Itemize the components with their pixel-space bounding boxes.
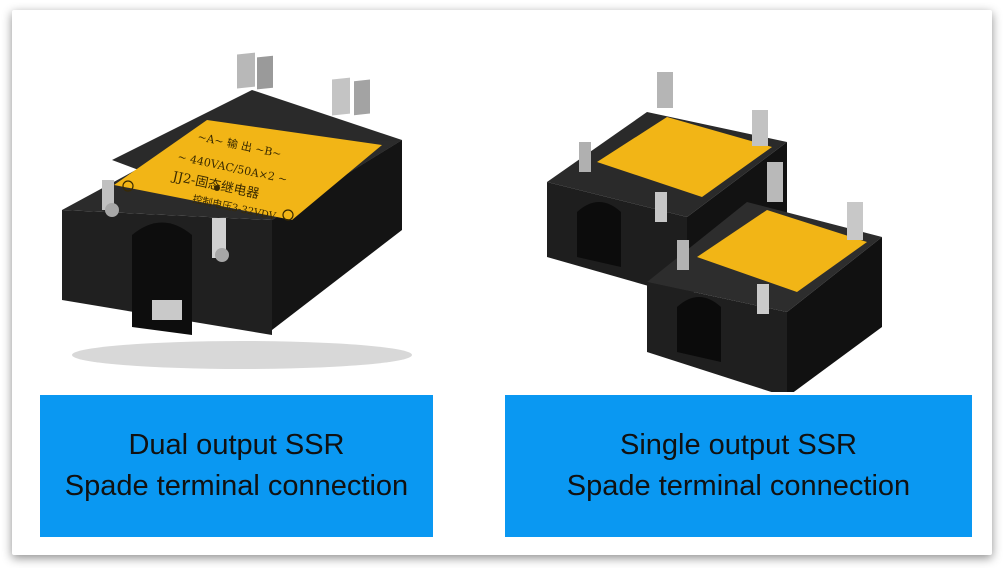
dual-ssr-caption: Dual output SSR Spade terminal connectio… xyxy=(40,395,433,537)
single-ssr-photo xyxy=(537,52,917,392)
dual-ssr-photo: ~A~ 输 出 ~B~ ~ 440VAC/50A×2 ~ JJ2-固态继电器 控… xyxy=(42,50,452,380)
product-card: ~A~ 输 出 ~B~ ~ 440VAC/50A×2 ~ JJ2-固态继电器 控… xyxy=(12,10,992,555)
relay-label xyxy=(114,120,382,220)
dual-ssr-illustration: ~A~ 输 出 ~B~ ~ 440VAC/50A×2 ~ JJ2-固态继电器 控… xyxy=(62,52,412,369)
back-relay-label xyxy=(597,117,772,197)
single-ssr-illustration xyxy=(547,72,882,392)
front-relay-label xyxy=(697,210,867,292)
single-ssr-caption: Single output SSR Spade terminal connect… xyxy=(505,395,972,537)
single-caption-subtitle: Spade terminal connection xyxy=(566,470,911,502)
dual-caption-title: Dual output SSR xyxy=(128,429,345,461)
dual-caption-subtitle: Spade terminal connection xyxy=(64,470,409,502)
single-caption-title: Single output SSR xyxy=(620,429,857,461)
